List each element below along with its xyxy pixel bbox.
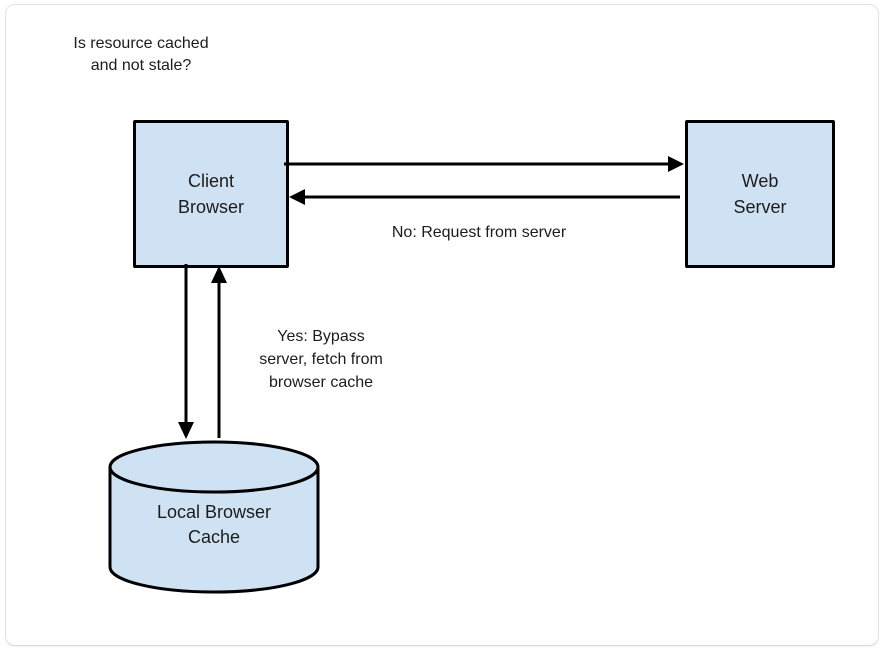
- node-web-server: Web Server: [685, 120, 835, 268]
- node-client-browser: Client Browser: [133, 120, 289, 268]
- cache-label-line-1: Local Browser: [156, 502, 272, 522]
- yes-label-line-3: browser cache: [268, 374, 374, 391]
- web-server-label-line-1: Web: [741, 171, 779, 191]
- client-browser-label-line-1: Client: [187, 171, 235, 191]
- arrow-server-to-client: [289, 189, 680, 205]
- yes-label-line-2: server, fetch from: [259, 351, 383, 368]
- arrow-client-to-server: [284, 156, 684, 172]
- no-label-text: No: Request from server: [391, 224, 567, 241]
- cylinder-shape: [108, 440, 320, 594]
- edge-label-yes: Yes: Bypass server, fetch from browser c…: [221, 325, 421, 394]
- node-local-browser-cache: Local Browser Cache: [108, 440, 320, 594]
- cache-label-line-2: Cache: [187, 527, 241, 547]
- question-line-2: and not stale?: [90, 57, 192, 74]
- cache-label: Local Browser Cache: [108, 500, 320, 550]
- question-line-1: Is resource cached: [73, 35, 209, 52]
- web-server-label-line-2: Server: [733, 197, 787, 217]
- edge-label-no: No: Request from server: [329, 221, 629, 244]
- diagram-card: Is resource cached and not stale? Client…: [5, 4, 879, 646]
- yes-label-line-1: Yes: Bypass: [277, 328, 365, 345]
- question-label: Is resource cached and not stale?: [46, 33, 236, 77]
- arrow-client-to-cache: [178, 264, 194, 439]
- client-browser-label-line-2: Browser: [177, 197, 244, 217]
